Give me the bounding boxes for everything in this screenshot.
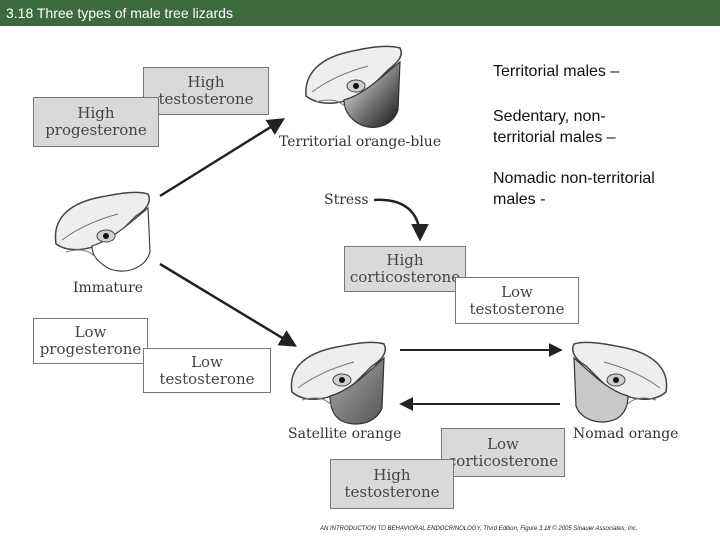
box-high-testosterone-top: High testosterone [143, 67, 269, 115]
figure-credit: AN INTRODUCTION TO BEHAVIORAL ENDOCRINOL… [320, 526, 638, 532]
arrow-to-territorial [159, 118, 285, 198]
box-low-testosterone-left: Low testosterone [143, 348, 271, 393]
stress-arrow [373, 198, 429, 242]
side-text-nomadic: Nomadic non-territorial males - [493, 170, 655, 208]
side-text-territorial: Territorial males – [493, 63, 620, 80]
side-text-sedentary: Sedentary, non-territorial males – [493, 108, 616, 146]
box-low-testosterone-right: Low testosterone [455, 277, 579, 324]
box-low-progesterone: Low progesterone [33, 318, 148, 364]
label-immature: Immature [73, 280, 144, 296]
label-territorial: Territorial orange-blue [279, 134, 442, 150]
lizard-immature-icon [54, 191, 151, 272]
lizard-territorial-icon [305, 45, 402, 128]
box-high-progesterone: High progesterone [33, 97, 159, 147]
slide-title: 3.18 Three types of male tree lizards [6, 5, 233, 21]
label-stress: Stress [324, 192, 369, 208]
arrow-to-satellite [159, 262, 297, 347]
label-satellite: Satellite orange [288, 426, 402, 442]
box-high-corticosterone: High corticosterone [344, 246, 466, 292]
title-bar: 3.18 Three types of male tree lizards [0, 0, 720, 26]
lizard-satellite-icon [290, 341, 386, 425]
lizard-nomad-icon [572, 341, 668, 423]
box-low-corticosterone: Low corticosterone [441, 428, 565, 477]
box-high-testosterone-bottom: High testosterone [330, 459, 454, 509]
label-nomad: Nomad orange [573, 426, 679, 442]
